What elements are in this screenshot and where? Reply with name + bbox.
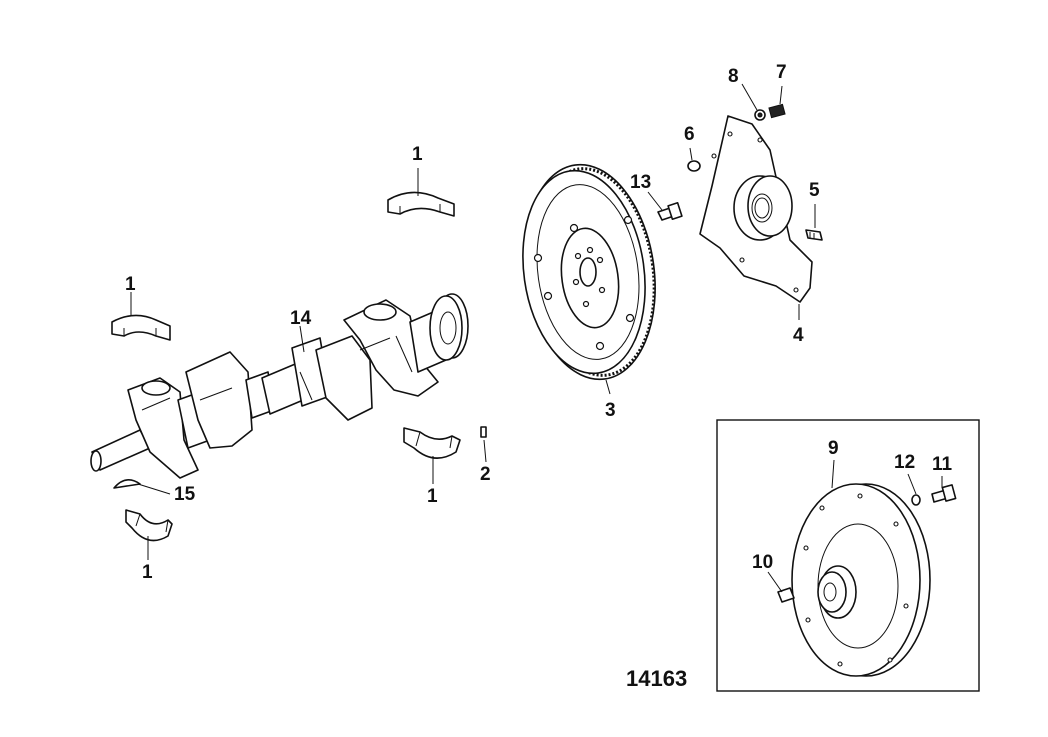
main-bearing-lower-right-part [403,427,461,459]
callout-10: 10 [752,552,773,573]
callout-5: 5 [809,180,820,201]
callout-11: 11 [932,454,953,475]
flexplate-alt-part [791,483,931,677]
main-bearing-left-part [111,314,171,341]
callout-14: 14 [290,308,312,329]
washer-8-part [754,109,766,121]
plug-6-part [687,160,701,172]
bolt-5-part [805,229,823,241]
bolt-11-part [931,484,957,503]
bolt-13-part [657,201,683,221]
callout-3: 3 [605,400,616,421]
main-bearing-upper-part [387,191,455,217]
flywheel-part [522,163,656,381]
woodruff-key-part [113,479,141,489]
callout-15: 15 [174,484,196,505]
washer-12-part [911,494,921,506]
callout-4: 4 [793,325,804,346]
callout-1-left: 1 [125,274,136,295]
inset-frame [716,419,980,692]
callout-9: 9 [828,438,839,459]
drawing-number: 14163 [626,666,687,691]
crankshaft-part [90,293,469,479]
main-bearing-lower-left-part [125,509,173,542]
callout-12: 12 [894,452,915,473]
flexplate-part [699,115,813,303]
callout-1-upper: 1 [412,144,423,165]
callout-7: 7 [776,62,787,83]
bolt-7-part [768,103,786,119]
callout-13: 13 [630,172,651,193]
dowel-pin-part [480,426,487,438]
callout-8: 8 [728,66,739,87]
callout-2: 2 [480,464,491,485]
callout-1-lower-right: 1 [427,486,438,507]
leader-lines [130,83,943,593]
callout-1-lower-left: 1 [142,562,153,583]
callout-6: 6 [684,124,695,145]
